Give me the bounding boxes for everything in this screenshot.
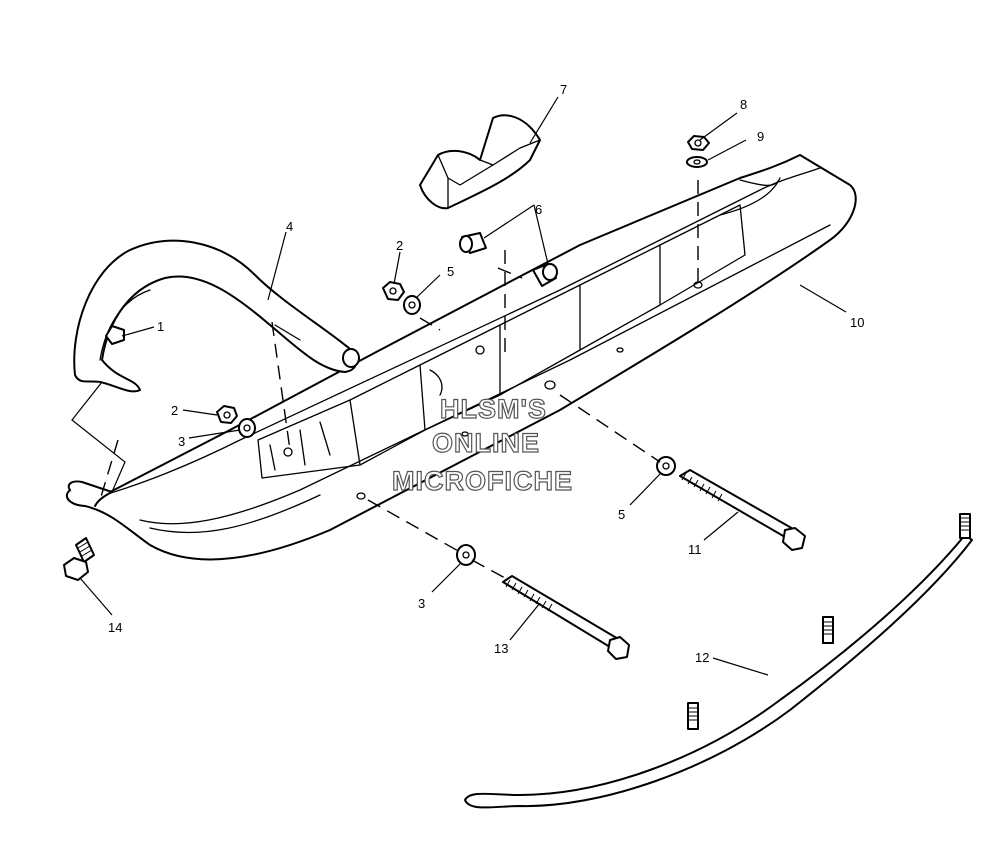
leader-lines <box>79 96 847 676</box>
callout-14: 14 <box>108 620 122 635</box>
watermark-line-1: HLSM'S <box>440 394 547 424</box>
callout-2-upper: 2 <box>396 238 403 253</box>
callout-10: 10 <box>850 315 864 330</box>
watermark-line-2: ONLINE <box>432 428 540 458</box>
flange-bolt <box>63 537 95 581</box>
callout-2-lower: 2 <box>171 403 178 418</box>
wear-bar <box>464 513 973 809</box>
bushing-lower <box>532 263 558 287</box>
watermark: HLSM'S ONLINE MICROFICHE <box>391 393 573 496</box>
callout-7: 7 <box>560 82 567 97</box>
washer-right <box>656 456 676 476</box>
callout-5-lower: 5 <box>618 507 625 522</box>
callout-5-upper: 5 <box>447 264 454 279</box>
watermark-line-3: MICROFICHE <box>392 466 573 496</box>
bolt-long-right <box>679 469 806 551</box>
bushing-upper <box>459 232 487 254</box>
top-nut <box>687 135 710 151</box>
assembly-lines <box>71 180 699 579</box>
washer-upper <box>403 295 421 315</box>
ski-saddle <box>419 114 541 210</box>
lock-nut-lower <box>216 405 238 424</box>
ski-loop-handle <box>73 239 360 393</box>
callout-6: 6 <box>535 202 542 217</box>
washer-left <box>238 418 256 438</box>
callout-4: 4 <box>286 219 293 234</box>
callout-8: 8 <box>740 97 747 112</box>
lock-nut-upper <box>382 281 405 301</box>
callout-13: 13 <box>494 641 508 656</box>
callout-9: 9 <box>757 129 764 144</box>
bolt-long-lower <box>502 575 630 660</box>
callout-3-left: 3 <box>178 434 185 449</box>
top-washer <box>686 156 708 168</box>
callout-3-lower: 3 <box>418 596 425 611</box>
washer-lower <box>456 544 476 566</box>
callout-12: 12 <box>695 650 709 665</box>
callout-11: 11 <box>688 542 702 557</box>
ski-body <box>65 154 857 561</box>
callout-1: 1 <box>157 319 164 334</box>
